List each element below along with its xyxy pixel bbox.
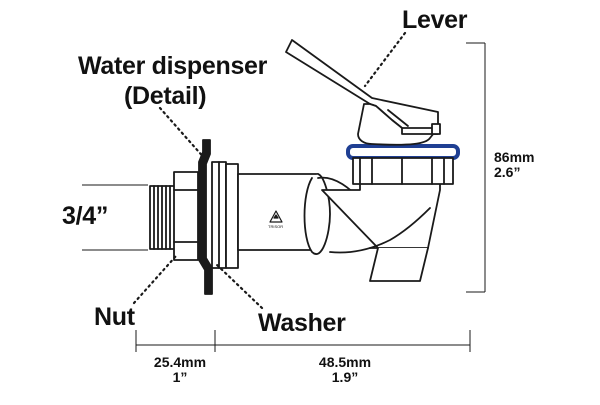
thread-length-in: 1” [172,369,188,385]
body-length-in: 1.9” [331,369,359,385]
label-washer: Washer [258,309,346,337]
blue-collar [346,144,460,185]
label-lever: Lever [402,6,468,34]
thread-length-label: 25.4mm 1” [140,355,220,385]
thread-length-mm: 25.4mm [153,354,207,370]
threaded-shaft [149,185,177,250]
valve-body [321,179,441,282]
brand-mark: TRISOR [268,224,284,229]
lever [285,39,441,146]
tank-wall [198,139,213,295]
height-mm: 86mm [494,149,535,165]
height-in: 2.6” [494,164,521,180]
washer [211,161,227,269]
brand-logo-icon [269,210,283,223]
dimension-height [466,42,486,293]
dimension-thread [82,184,148,251]
label-detail: (Detail) [124,82,207,110]
leader-lever [363,31,407,88]
leader-washer [214,262,264,310]
label-thread-size: 3/4” [62,202,109,230]
body-length-mm: 48.5mm [318,354,372,370]
label-nut: Nut [94,303,135,331]
nut [173,171,199,261]
flange [225,163,239,269]
leader-nut [132,254,178,305]
body-length-label: 48.5mm 1.9” [300,355,390,385]
leader-water-dispenser [158,106,208,162]
dimension-length [135,330,471,352]
label-water-dispenser: Water dispenser [78,52,268,80]
spigot-body [237,173,361,255]
height-dimension-label: 86mm 2.6” [494,150,534,180]
